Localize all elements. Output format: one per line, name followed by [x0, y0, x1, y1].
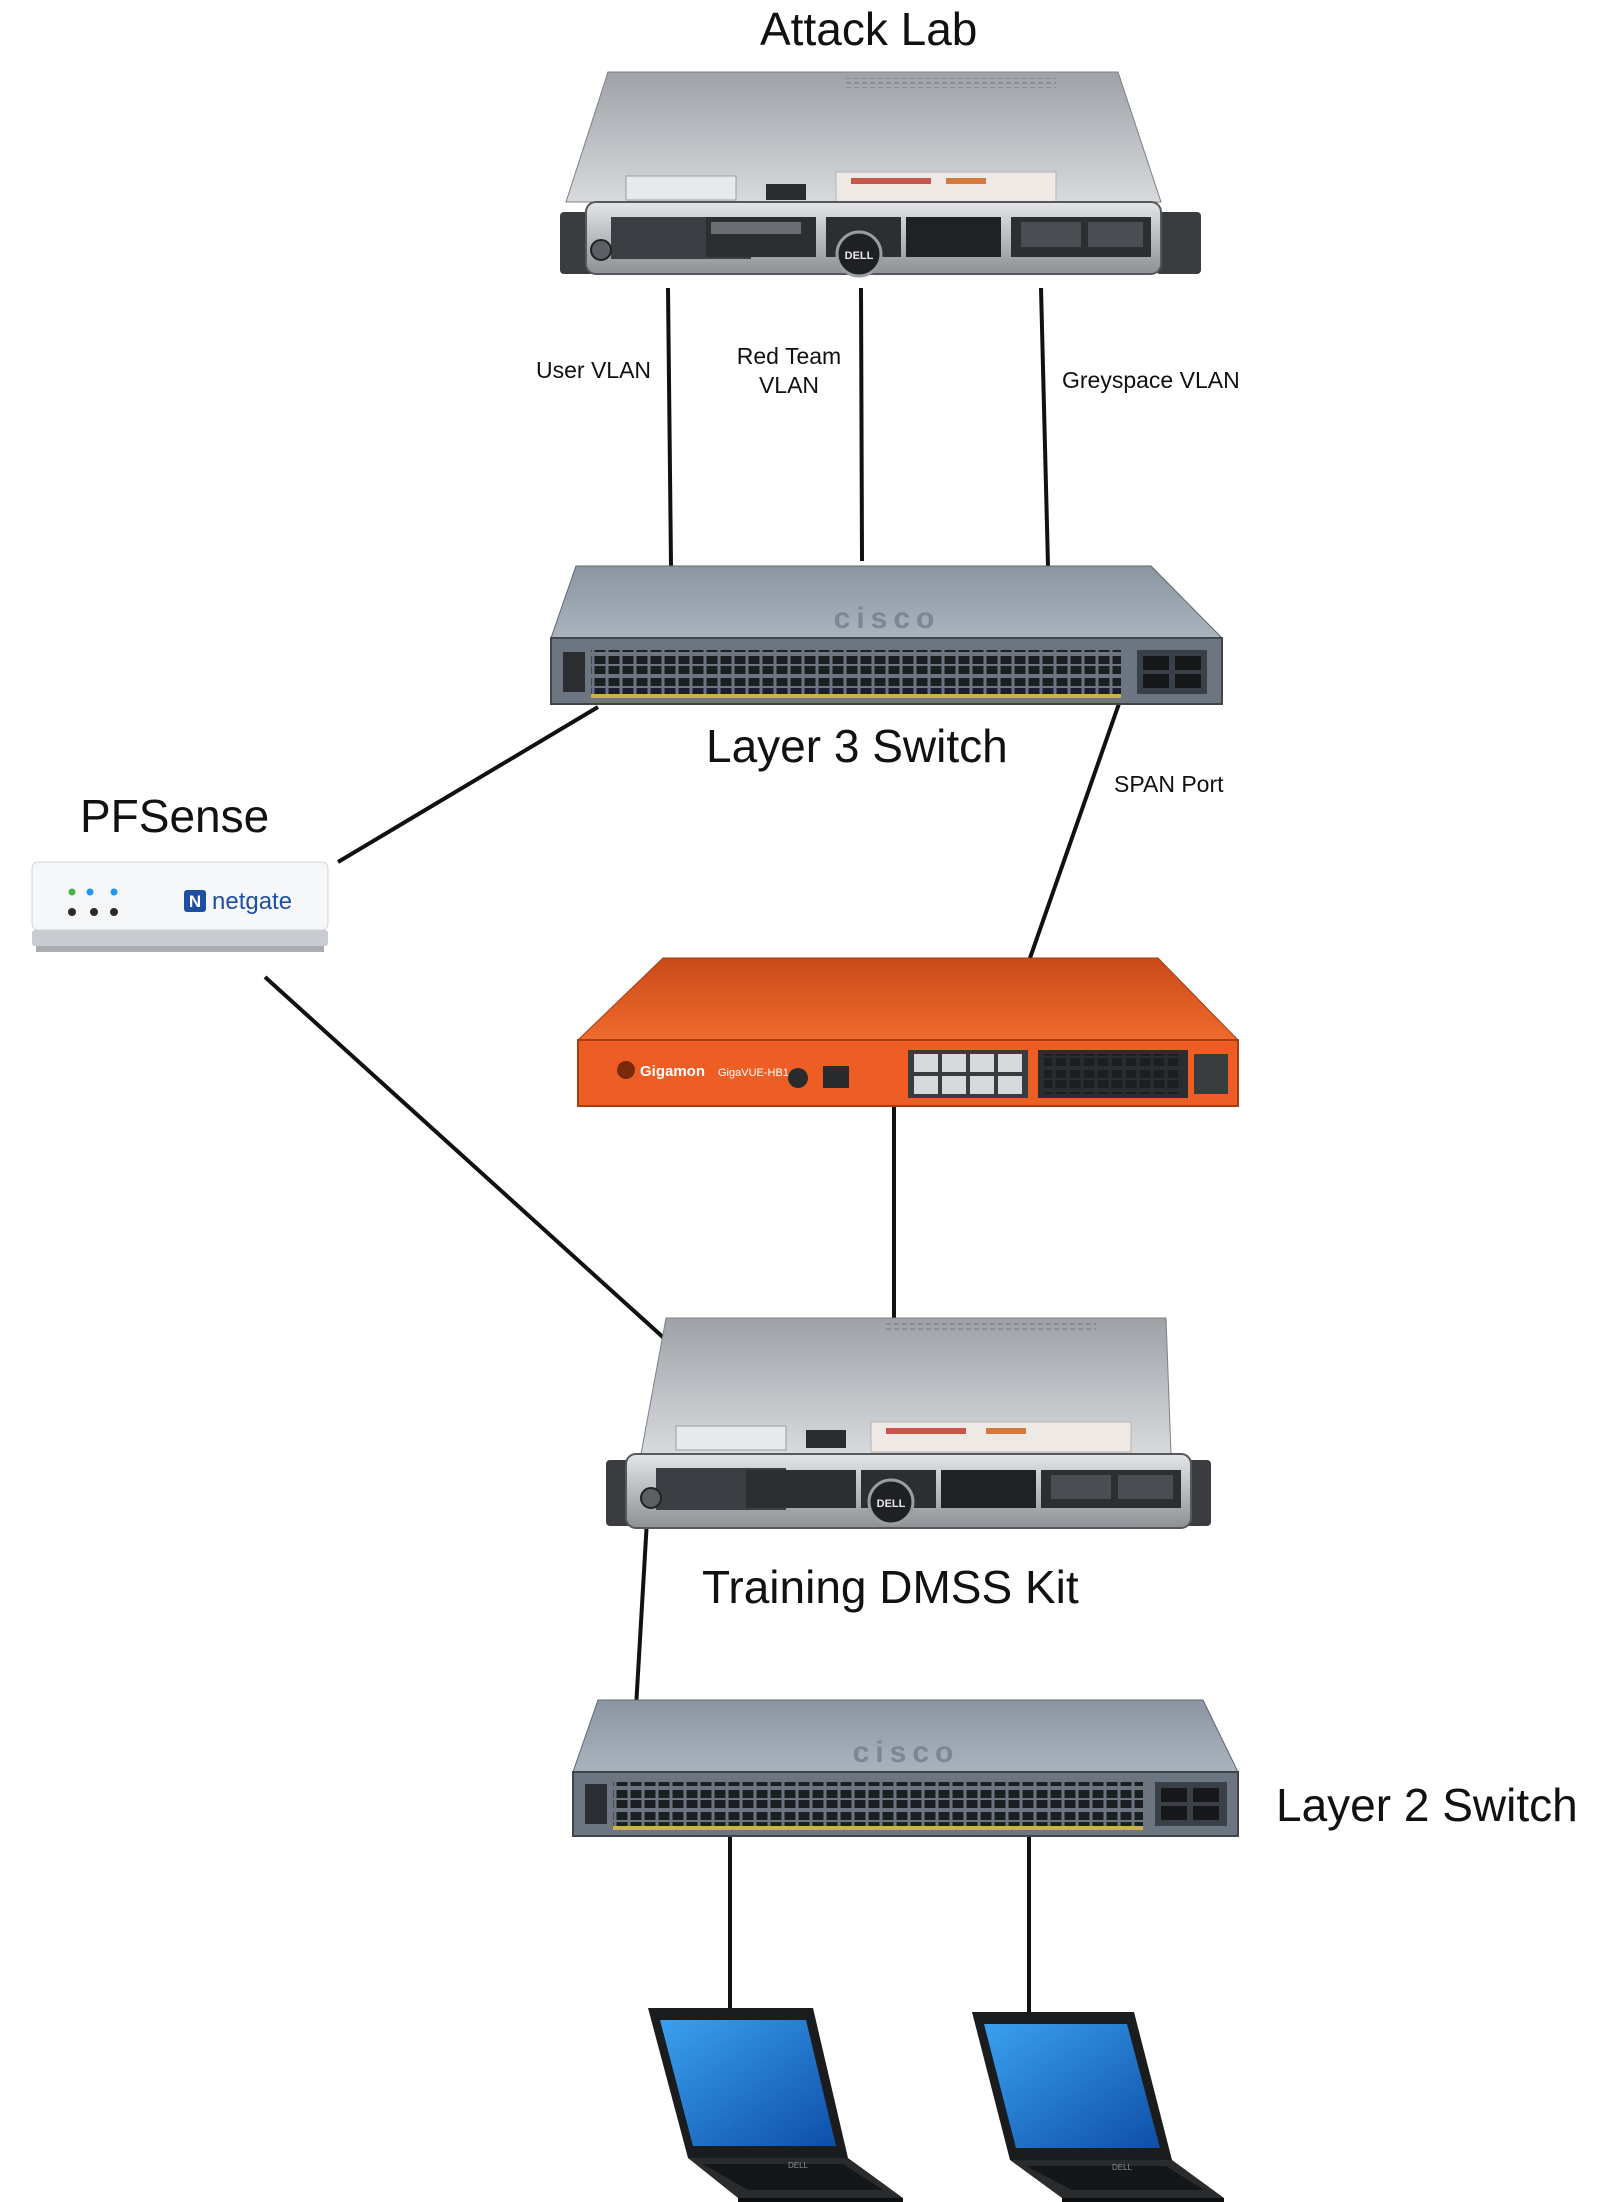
- training-kit-server[interactable]: DELL: [606, 1317, 1211, 1529]
- layer2-switch[interactable]: cisco: [572, 1699, 1239, 1837]
- layer3-switch[interactable]: cisco: [550, 565, 1224, 705]
- gigamon-model: GigaVUE-HB1: [718, 1067, 789, 1079]
- links: [263, 287, 1124, 2018]
- attack-lab-server[interactable]: DELL: [560, 71, 1201, 278]
- laptop-1[interactable]: DELL: [648, 2008, 903, 2202]
- pfsense-label: PFSense: [80, 790, 270, 842]
- red-team-vlan-line-1: Red Team: [736, 343, 842, 369]
- user-vlan-link: [666, 287, 673, 567]
- l2-cisco-logo: cisco: [853, 1736, 960, 1769]
- l3-cisco-logo: cisco: [834, 602, 941, 635]
- red-team-vlan-label: Red Team VLAN: [733, 342, 845, 400]
- attack-lab-dell-logo: DELL: [845, 250, 874, 262]
- laptop-2-logo: DELL: [1112, 2163, 1133, 2172]
- pfsense-to-l3-link: [336, 705, 600, 864]
- red-team-vlan-link: [859, 287, 864, 562]
- gigamon-logo: Gigamon: [640, 1063, 705, 1080]
- red-team-vlan-line-2: VLAN: [758, 372, 820, 398]
- laptop-2[interactable]: DELL: [972, 2012, 1224, 2202]
- attack-lab-label: Attack Lab: [760, 3, 978, 55]
- netgate-logo: netgate: [212, 888, 292, 915]
- gigamon-tap[interactable]: Gigamon GigaVUE-HB1: [576, 957, 1240, 1107]
- laptop-1-logo: DELL: [788, 2161, 809, 2170]
- user-vlan-label: User VLAN: [536, 357, 652, 383]
- svg-text:N: N: [189, 892, 201, 911]
- greyspace-vlan-label: Greyspace VLAN: [1062, 367, 1240, 393]
- span-port-link: [1028, 694, 1124, 959]
- pfsense-to-kit-link: [263, 975, 699, 1370]
- span-port-label: SPAN Port: [1114, 771, 1224, 797]
- layer3-switch-label: Layer 3 Switch: [706, 720, 1008, 772]
- layer2-switch-label: Layer 2 Switch: [1276, 1779, 1578, 1831]
- pfsense-appliance[interactable]: N netgate: [31, 861, 329, 952]
- training-kit-label: Training DMSS Kit: [702, 1561, 1079, 1613]
- greyspace-vlan-link: [1039, 287, 1050, 567]
- training-kit-dell-logo: DELL: [877, 1498, 906, 1510]
